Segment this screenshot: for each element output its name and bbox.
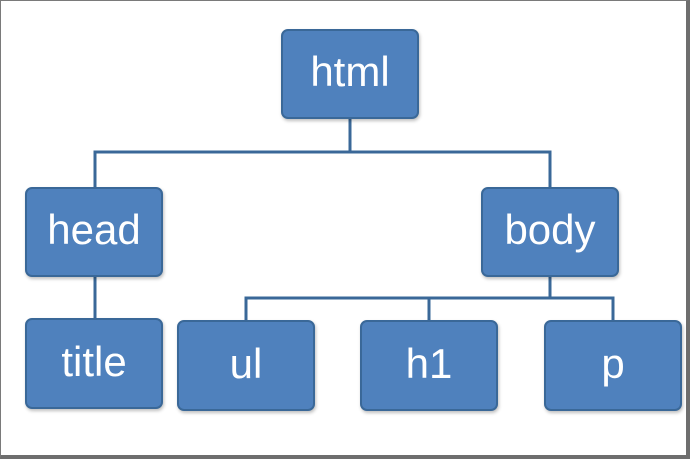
node-head: head — [25, 187, 163, 277]
node-html: html — [281, 29, 419, 119]
edge-html-body — [350, 150, 552, 187]
node-ul: ul — [177, 320, 315, 411]
edge-body-ul — [244, 277, 552, 320]
node-p: p — [544, 320, 682, 411]
edge-html-head — [93, 119, 352, 187]
node-h1: h1 — [360, 320, 498, 411]
edge-body-p — [550, 296, 615, 320]
node-body: body — [481, 187, 619, 277]
node-title: title — [25, 318, 163, 409]
